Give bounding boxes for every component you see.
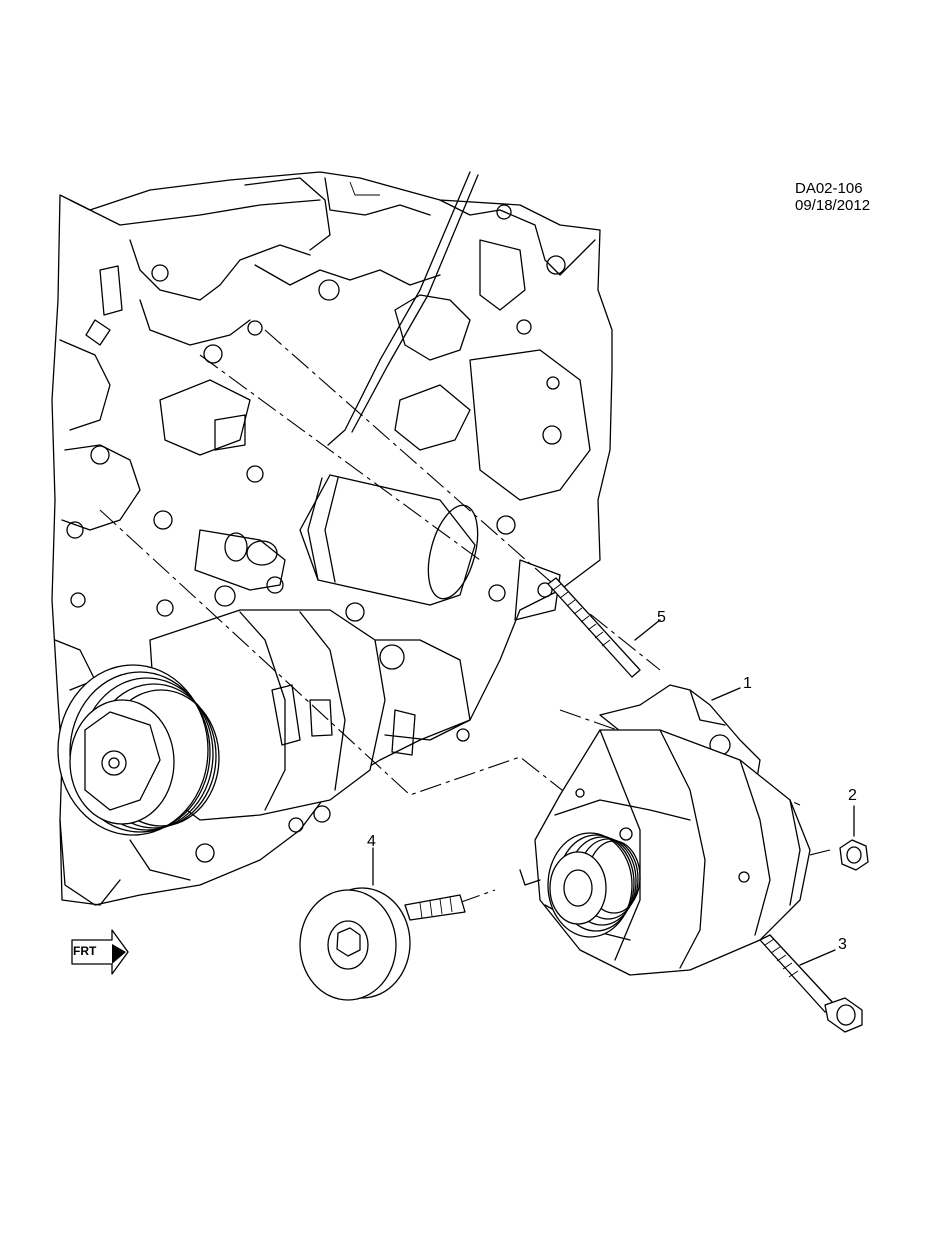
leader-line-3 [799,949,836,966]
callout-4: 4 [367,833,376,850]
nut-part-2 [839,805,869,871]
callout-2: 2 [848,787,857,804]
front-indicator-label: FRT [73,944,97,958]
callout-3: 3 [838,936,847,953]
callout-5: 5 [657,609,666,626]
engine-block [51,171,613,906]
front-arrow-icon [71,929,129,975]
generator-part-1 [519,684,811,976]
bolt-part-3 [759,934,863,1033]
callout-1: 1 [743,675,752,692]
stud-part-5 [547,577,661,678]
leader-line-5 [634,619,661,641]
idler-pulley-part-4 [299,847,466,1001]
leader-line-1 [711,687,741,701]
reference-code: DA02-106 09/18/2012 [795,180,871,214]
